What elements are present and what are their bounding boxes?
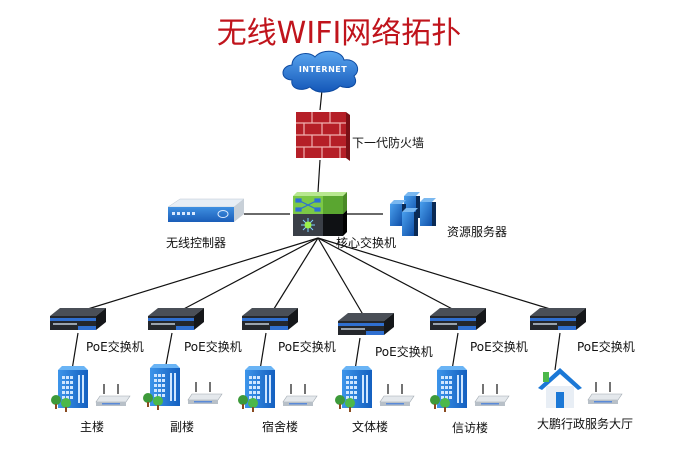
poe-switch-icon: [50, 308, 106, 330]
poe-switch-icon: [242, 308, 298, 330]
links: [71, 89, 561, 371]
office-building-icon: [238, 366, 275, 412]
poe-switch-label: PoE交换机: [278, 340, 336, 354]
wireless-ap-icon: [282, 384, 318, 406]
wireless-ap-icon: [379, 384, 415, 406]
link-poe5-bld5: [451, 332, 459, 371]
link-poe2-bld2: [164, 332, 173, 371]
poe-switch-icon: [530, 308, 586, 330]
building-label: 宿舍楼: [262, 420, 299, 434]
link-core-poe3: [271, 237, 319, 313]
firewall-label: 下一代防火墙: [352, 136, 425, 150]
wireless-ap-icon: [187, 382, 223, 404]
resource-server-icon: [390, 192, 436, 236]
poe-switch-label: PoE交换机: [375, 345, 433, 359]
link-core-poe5: [317, 237, 459, 313]
poe-switch-icon: [430, 308, 486, 330]
poe-switch-icon: [148, 308, 204, 330]
poe-switch-label: PoE交换机: [470, 340, 528, 354]
link-poe1-bld1: [71, 332, 79, 371]
firewall-icon: [296, 112, 350, 161]
office-building-icon: [335, 366, 372, 412]
poe-switch-label: PoE交换机: [86, 340, 144, 354]
core-switch-icon: [293, 192, 347, 236]
internet-cloud-icon: INTERNET: [282, 50, 359, 93]
wireless-controller-label: 无线控制器: [166, 236, 227, 250]
link-internet-firewall: [319, 89, 323, 111]
office-building-icon: [143, 364, 180, 410]
wireless-ap-icon: [474, 384, 510, 406]
building-label: 大鹏行政服务大厅: [537, 417, 634, 431]
link-poe4-bld4: [354, 337, 361, 371]
link-poe6-bld6: [554, 332, 561, 371]
building-label: 文体楼: [352, 420, 389, 434]
link-firewall-core: [317, 159, 321, 193]
wireless-ap-icon: [587, 382, 623, 404]
building-label: 信访楼: [452, 421, 489, 435]
office-building-icon: [430, 366, 467, 412]
poe-switch-icon: [338, 313, 394, 335]
link-core-poe2: [177, 237, 319, 313]
building-label: 副楼: [170, 420, 195, 434]
link-poe3-bld3: [259, 332, 267, 371]
core-switch-label: 核心交换机: [336, 236, 397, 250]
wireless-controller-icon: [167, 198, 245, 222]
house-icon: [538, 368, 582, 408]
poe-switch-label: PoE交换机: [184, 340, 242, 354]
link-core-poe1: [77, 237, 319, 313]
wireless-ap-icon: [95, 384, 131, 406]
poe-switch-label: PoE交换机: [577, 340, 635, 354]
office-building-icon: [51, 366, 88, 412]
link-core-poe6: [317, 237, 561, 313]
link-core-poe4: [317, 237, 366, 319]
internet-label: INTERNET: [299, 65, 347, 74]
diagram-title: 无线WIFI网络拓扑: [216, 16, 462, 51]
building-label: 主楼: [80, 420, 105, 434]
resource-server-label: 资源服务器: [447, 225, 508, 239]
